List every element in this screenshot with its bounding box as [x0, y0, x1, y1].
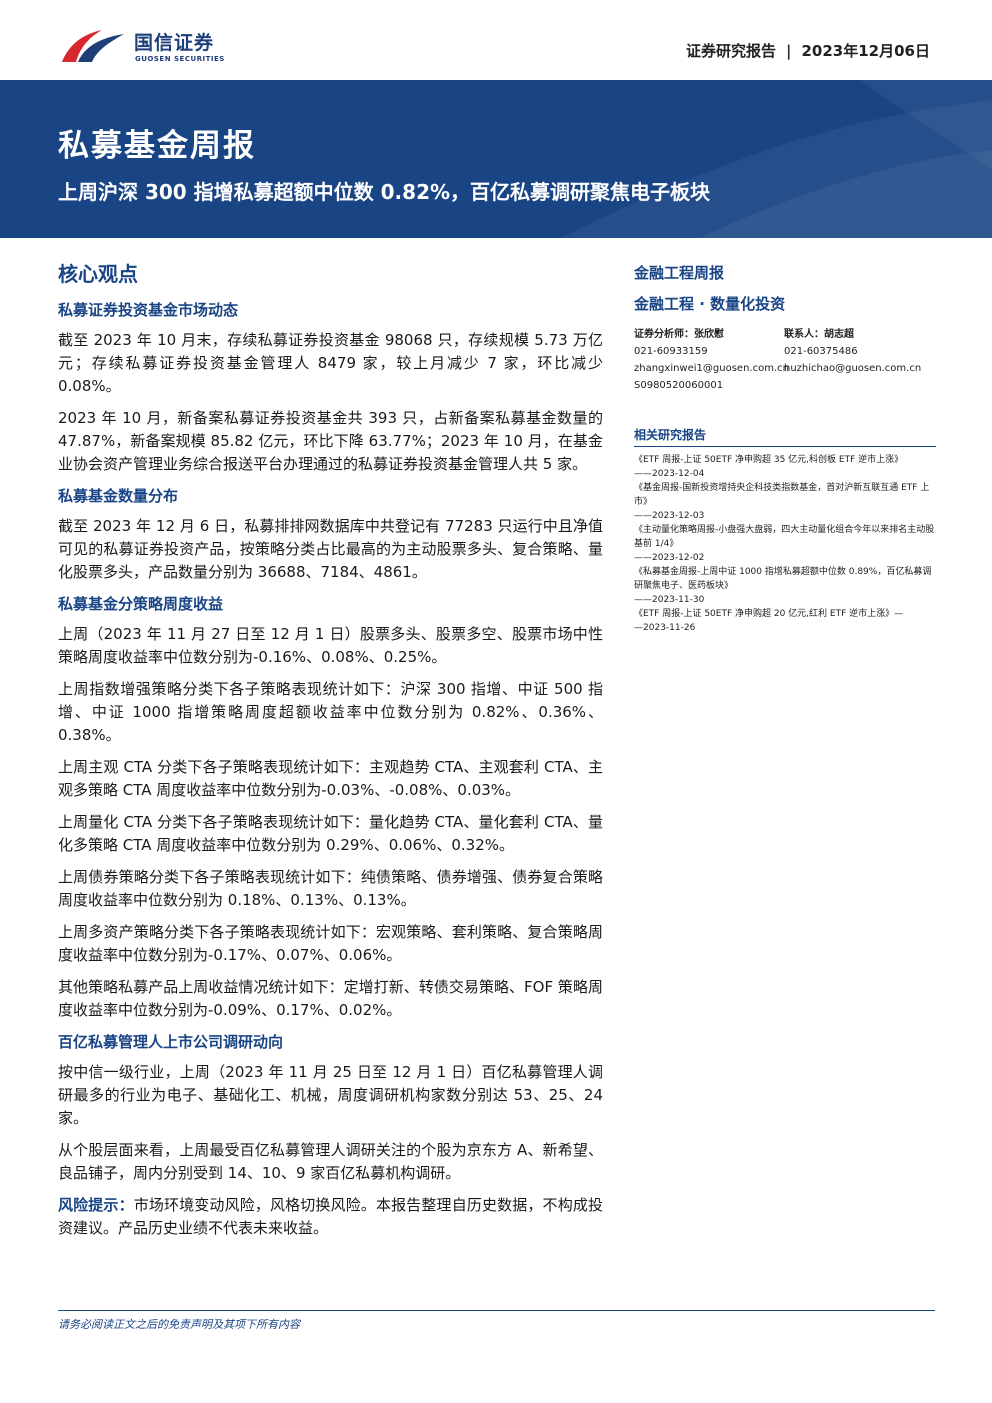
report-title: 《主动量化策略周报-小盘强大盘弱，四大主动量化组合今年以来排名主动股基前 1/4…: [634, 525, 935, 549]
paragraph: 截至 2023 年 10 月末，存续私募证券投资基金 98068 只，存续规模 …: [58, 331, 603, 395]
section-heading: 百亿私募管理人上市公司调研动向: [58, 1033, 284, 1051]
analyst-email[interactable]: zhangxinwei1@guosen.com.cn: [634, 363, 789, 374]
logo-chinese-name: 国信证券: [134, 32, 215, 54]
section-strategy-returns: 私募基金分策略周度收益 上周（2023 年 11 月 27 日至 12 月 1 …: [58, 593, 603, 1022]
company-logo: 国信证券 GUOSEN SECURITIES: [58, 26, 248, 70]
contact-name: 联系人：胡志超: [784, 329, 854, 340]
analyst-name: 证券分析师：张欣慰: [634, 329, 724, 340]
report-date: 2023年12月06日: [801, 42, 931, 60]
related-report-item[interactable]: 《ETF 周报-上证 50ETF 净申购超 35 亿元,科创板 ETF 逆市上涨…: [634, 453, 939, 481]
related-report-item[interactable]: 《私募基金周报-上周中证 1000 指增私募超额中位数 0.89%，百亿私募调研…: [634, 565, 939, 607]
report-title: 《基金周报-国新投资增持央企科技类指数基金，首对沪新互联互通 ETF 上市》: [634, 483, 930, 507]
section-heading: 私募证券投资基金市场动态: [58, 301, 239, 319]
report-title: 《ETF 周报-上证 50ETF 净申购超 35 亿元,科创板 ETF 逆市上涨…: [634, 455, 904, 465]
paragraph: 上周量化 CTA 分类下各子策略表现统计如下：量化趋势 CTA、量化套利 CTA…: [58, 813, 603, 854]
section-market-dynamics: 私募证券投资基金市场动态 截至 2023 年 10 月末，存续私募证券投资基金 …: [58, 299, 603, 476]
section-heading: 私募基金数量分布: [58, 487, 179, 505]
report-category: 金融工程周报: [634, 264, 725, 282]
related-report-item[interactable]: 《主动量化策略周报-小盘强大盘弱，四大主动量化组合今年以来排名主动股基前 1/4…: [634, 523, 939, 565]
report-meta: 证券研究报告 | 2023年12月06日: [686, 40, 930, 61]
contact-card: 联系人：胡志超 021-60375486 huzhichao@guosen.co…: [784, 326, 921, 377]
section-heading: 私募基金分策略周度收益: [58, 595, 224, 613]
paragraph: 上周指数增强策略分类下各子策略表现统计如下：沪深 300 指增、中证 500 指…: [58, 680, 603, 744]
guosen-logo-icon: [62, 30, 124, 62]
page-title: 私募基金周报: [58, 128, 256, 164]
related-reports-list: 《ETF 周报-上证 50ETF 净申购超 35 亿元,科创板 ETF 逆市上涨…: [634, 453, 939, 635]
paragraph: 截至 2023 年 12 月 6 日，私募排排网数据库中共登记有 77283 只…: [58, 517, 603, 581]
banner-decoration: [560, 80, 992, 238]
related-report-item[interactable]: 《ETF 周报-上证 50ETF 净申购超 20 亿元,红利 ETF 逆市上涨》…: [634, 607, 939, 635]
related-report-item[interactable]: 《基金周报-国新投资增持央企科技类指数基金，首对沪新互联互通 ETF 上市》 —…: [634, 481, 939, 523]
title-banner: 私募基金周报 上周沪深 300 指增私募超额中位数 0.82%，百亿私募调研聚焦…: [0, 80, 992, 238]
paragraph: 从个股层面来看，上周最受百亿私募管理人调研关注的个股为京东方 A、新希望、良品铺…: [58, 1141, 603, 1182]
sidebar: 金融工程周报 金融工程 · 数量化投资 证券分析师：张欣慰 021-609331…: [634, 262, 939, 635]
report-title: 《私募基金周报-上周中证 1000 指增私募超额中位数 0.89%，百亿私募调研…: [634, 567, 932, 591]
footer-divider: [58, 1310, 935, 1311]
contact-phone: 021-60375486: [784, 346, 858, 357]
report-item-date: ——2023-12-03: [634, 511, 705, 521]
risk-warning: 风险提示：市场环境变动风险，风格切换风险。本报告整理自历史数据，不构成投资建议。…: [58, 1194, 603, 1240]
report-type: 证券研究报告: [686, 42, 777, 60]
footer-disclaimer: 请务必阅读正文之后的免责声明及其项下所有内容: [58, 1318, 300, 1331]
logo-english-name: GUOSEN SECURITIES: [135, 55, 225, 63]
report-item-date: ——2023-12-04: [634, 469, 705, 479]
report-title: 《ETF 周报-上证 50ETF 净申购超 20 亿元,红利 ETF 逆市上涨》…: [634, 609, 904, 619]
main-content: 核心观点 私募证券投资基金市场动态 截至 2023 年 10 月末，存续私募证券…: [58, 258, 603, 1249]
section-research-trends: 百亿私募管理人上市公司调研动向 按中信一级行业，上周（2023 年 11 月 2…: [58, 1031, 603, 1185]
paragraph: 2023 年 10 月，新备案私募证券投资基金共 393 只，占新备案私募基金数…: [58, 409, 603, 473]
analyst-license: S0980520060001: [634, 380, 724, 391]
report-subcategory: 金融工程 · 数量化投资: [634, 295, 786, 313]
analyst-card: 证券分析师：张欣慰 021-60933159 zhangxinwei1@guos…: [634, 326, 789, 394]
contact-email[interactable]: huzhichao@guosen.com.cn: [784, 363, 922, 374]
paragraph: 其他策略私募产品上周收益情况统计如下：定增打新、转债交易策略、FOF 策略周度收…: [58, 978, 603, 1019]
paragraph: 上周主观 CTA 分类下各子策略表现统计如下：主观趋势 CTA、主观套利 CTA…: [58, 758, 603, 799]
report-item-date: ——2023-12-02: [634, 553, 705, 563]
analyst-info: 证券分析师：张欣慰 021-60933159 zhangxinwei1@guos…: [634, 326, 939, 396]
related-reports-title: 相关研究报告: [634, 426, 936, 447]
paragraph: 上周多资产策略分类下各子策略表现统计如下：宏观策略、套利策略、复合策略周度收益率…: [58, 923, 603, 964]
report-item-date: —2023-11-26: [634, 623, 696, 633]
paragraph: 上周（2023 年 11 月 27 日至 12 月 1 日）股票多头、股票多空、…: [58, 625, 603, 666]
risk-text: 市场环境变动风险，风格切换风险。本报告整理自历史数据，不构成投资建议。产品历史业…: [58, 1196, 603, 1237]
report-item-date: ——2023-11-30: [634, 595, 705, 605]
paragraph: 上周债券策略分类下各子策略表现统计如下：纯债策略、债券增强、债券复合策略周度收益…: [58, 868, 603, 909]
risk-label: 风险提示：: [58, 1196, 134, 1214]
section-fund-distribution: 私募基金数量分布 截至 2023 年 12 月 6 日，私募排排网数据库中共登记…: [58, 485, 603, 584]
page-header: 国信证券 GUOSEN SECURITIES 证券研究报告 | 2023年12月06…: [0, 0, 992, 80]
page-subtitle: 上周沪深 300 指增私募超额中位数 0.82%，百亿私募调研聚焦电子板块: [58, 180, 711, 204]
analyst-phone: 021-60933159: [634, 346, 708, 357]
paragraph: 按中信一级行业，上周（2023 年 11 月 25 日至 12 月 1 日）百亿…: [58, 1063, 603, 1127]
core-views-title: 核心观点: [58, 262, 138, 286]
header-separator: |: [786, 42, 792, 60]
